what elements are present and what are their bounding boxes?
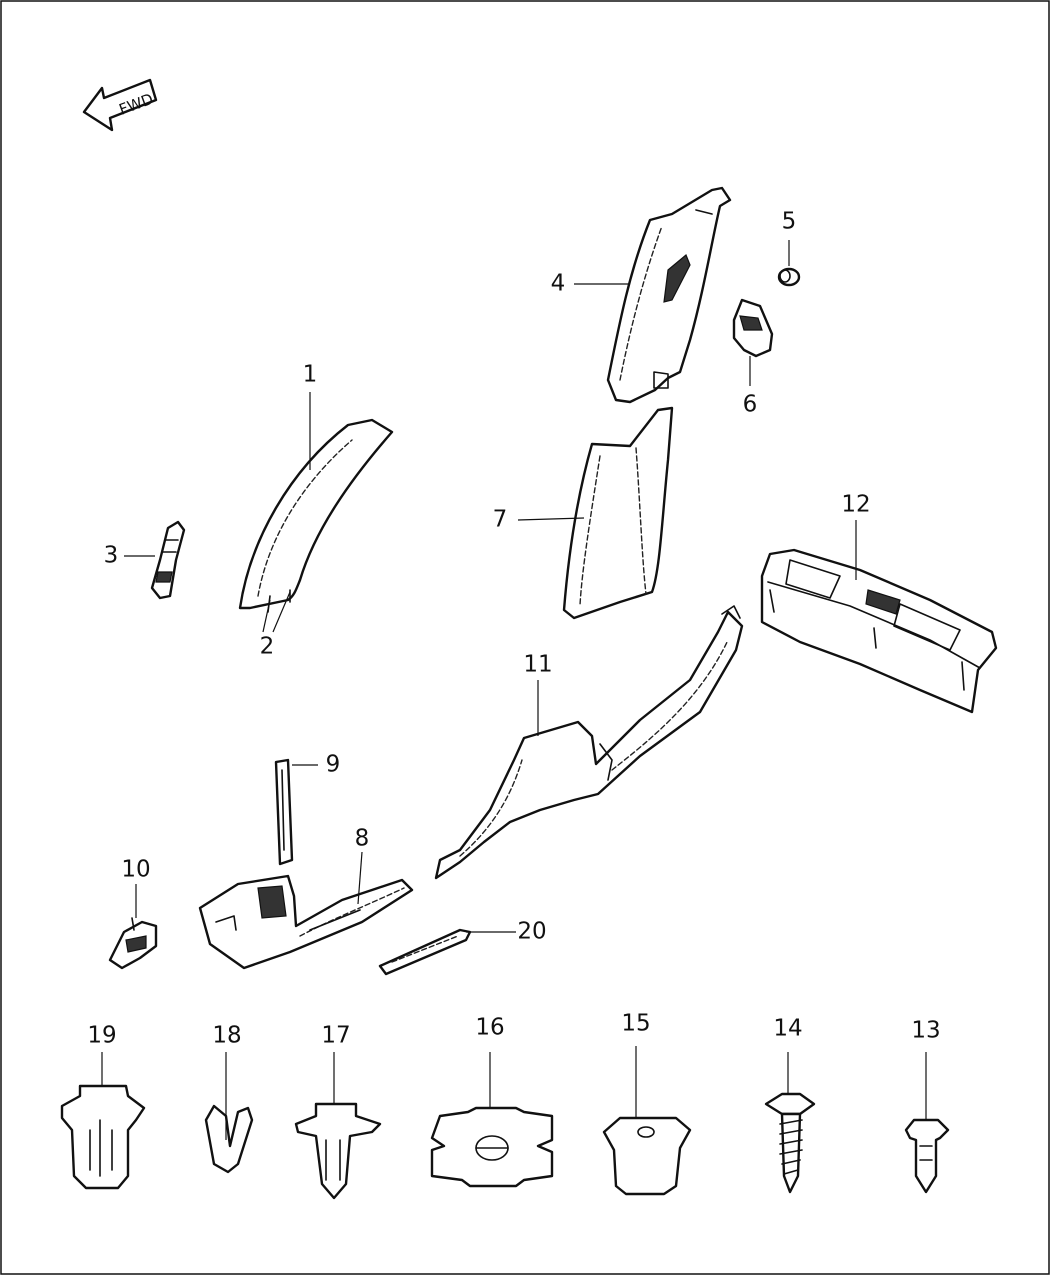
callout-15: 15	[621, 1010, 651, 1037]
callout-10: 10	[121, 856, 151, 883]
callout-13: 13	[911, 1017, 941, 1044]
leader-2b	[272, 591, 291, 633]
callout-17: 17	[321, 1022, 351, 1049]
callout-4: 4	[550, 270, 566, 297]
forward-arrow-icon: FWD	[82, 78, 158, 132]
part-15-square-nut	[602, 1116, 692, 1196]
callout-12: 12	[841, 491, 871, 518]
part-14-screw	[764, 1092, 816, 1194]
callout-7: 7	[492, 506, 508, 533]
leader-7	[517, 517, 585, 521]
callout-11: 11	[523, 651, 553, 678]
part-16-clip-nut	[430, 1106, 554, 1188]
part-18-spring-clip	[204, 1104, 254, 1174]
part-9-weatherstrip	[274, 758, 294, 866]
callout-6: 6	[742, 391, 758, 418]
callout-5: 5	[781, 208, 797, 235]
leader-8	[357, 851, 363, 905]
callout-20: 20	[517, 918, 547, 945]
callout-2: 2	[259, 633, 275, 660]
part-6-cover	[732, 298, 774, 358]
callout-18: 18	[212, 1022, 242, 1049]
callout-1: 1	[302, 361, 318, 388]
part-11-quarter-lower-trim	[434, 605, 744, 880]
callout-19: 19	[87, 1022, 117, 1049]
part-8-cowl-side-trim	[198, 874, 414, 970]
part-4-b-pillar-upper-trim	[606, 186, 732, 404]
callout-8: 8	[354, 825, 370, 852]
part-3-clip	[150, 520, 186, 600]
part-13-rivet	[904, 1118, 950, 1194]
callout-9: 9	[325, 751, 341, 778]
callout-14: 14	[773, 1015, 803, 1042]
part-7-b-pillar-lower-trim	[562, 406, 674, 620]
part-1-a-pillar-trim	[238, 418, 394, 613]
part-20-scuff-plate	[378, 928, 472, 976]
part-19-clip	[60, 1084, 146, 1190]
callout-3: 3	[103, 542, 119, 569]
part-12-rear-sill-trim	[760, 548, 998, 714]
part-17-push-pin	[294, 1102, 382, 1200]
part-10-bracket	[108, 917, 158, 970]
callout-16: 16	[475, 1014, 505, 1041]
leader-2a	[262, 599, 271, 633]
part-5-plug	[777, 267, 801, 287]
